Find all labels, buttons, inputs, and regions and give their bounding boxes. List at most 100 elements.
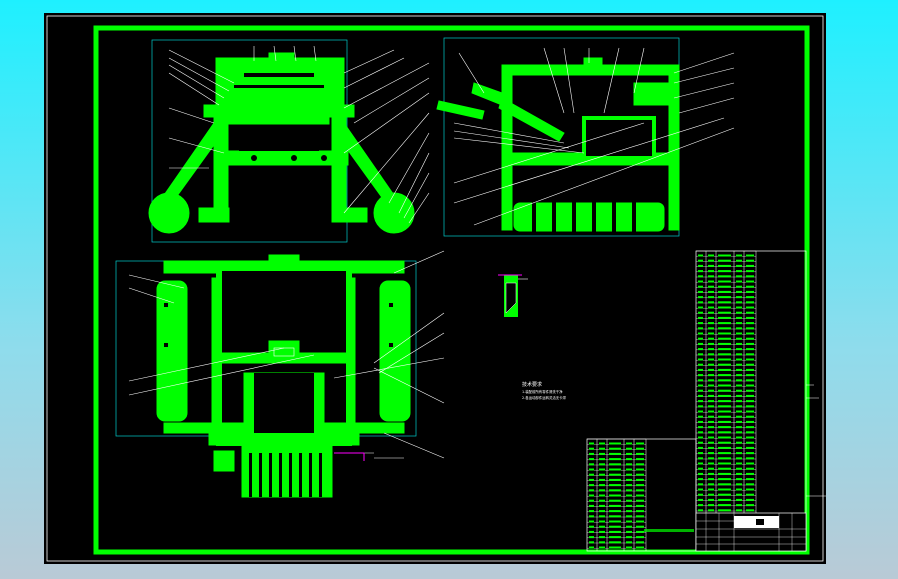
table-cell-mark (589, 541, 594, 544)
table-cell-mark (736, 457, 742, 460)
table-cell-mark (636, 525, 644, 528)
table-cell-mark (746, 363, 754, 366)
table-cell-mark (698, 368, 703, 371)
table-cell-mark (599, 473, 605, 476)
table-cell-mark (718, 446, 731, 449)
table-cell-mark (626, 541, 632, 544)
table-cell-mark (698, 384, 703, 387)
table-cell-mark (626, 530, 632, 533)
table-cell-mark (698, 348, 703, 351)
table-cell-mark (736, 441, 742, 444)
table-cell-mark (746, 426, 754, 429)
table-cell-mark (718, 327, 731, 330)
cad-drawing-canvas[interactable]: 技术要求 1.装配前所有零件清洗干净 2.各运动部件运转灵活无卡滞 (44, 13, 826, 564)
table-cell-mark (708, 498, 714, 501)
table-cell-mark (708, 431, 714, 434)
table-cell-mark (746, 374, 754, 377)
table-cell-mark (718, 290, 731, 293)
table-cell-mark (708, 420, 714, 423)
table-cell-mark (599, 478, 605, 481)
table-cell-mark (746, 441, 754, 444)
table-cell-mark (746, 493, 754, 496)
table-cell-mark (746, 452, 754, 455)
detail-view (498, 274, 528, 317)
table-cell-mark (636, 499, 644, 502)
table-cell-mark (636, 489, 644, 492)
table-cell-mark (698, 389, 703, 392)
table-cell-mark (599, 468, 605, 471)
table-cell-mark (746, 332, 754, 335)
table-cell-mark (708, 311, 714, 314)
table-cell-mark (736, 327, 742, 330)
table-cell-mark (718, 504, 731, 507)
side-view (436, 37, 680, 237)
drawing-sheet: 技术要求 1.装配前所有零件清洗干净 2.各运动部件运转灵活无卡滞 (44, 13, 826, 564)
table-cell-mark (626, 504, 632, 507)
table-cell-mark (746, 488, 754, 491)
table-cell-mark (609, 452, 621, 455)
table-cell-mark (698, 363, 703, 366)
table-cell-mark (636, 473, 644, 476)
table-cell-mark (718, 467, 731, 470)
table-cell-mark (718, 264, 731, 267)
table-cell-mark (736, 467, 742, 470)
table-cell-mark (636, 536, 644, 539)
table-cell-mark (609, 536, 621, 539)
table-cell-mark (746, 389, 754, 392)
table-cell-mark (708, 332, 714, 335)
table-cell-mark (708, 457, 714, 460)
table-cell-mark (736, 446, 742, 449)
table-cell-mark (708, 446, 714, 449)
table-cell-mark (718, 322, 731, 325)
table-cell-mark (636, 530, 644, 533)
table-cell-mark (636, 515, 644, 518)
table-cell-mark (708, 509, 714, 512)
table-cell-mark (609, 520, 621, 523)
table-cell-mark (746, 311, 754, 314)
table-cell-mark (589, 499, 594, 502)
table-cell-mark (708, 264, 714, 267)
table-cell-mark (698, 504, 703, 507)
table-cell-mark (736, 259, 742, 262)
table-cell-mark (736, 332, 742, 335)
table-cell-mark (589, 504, 594, 507)
table-cell-mark (708, 358, 714, 361)
table-cell-mark (609, 473, 621, 476)
table-cell-mark (746, 254, 754, 257)
table-cell-mark (746, 410, 754, 413)
table-cell-mark (718, 270, 731, 273)
table-cell-mark (718, 316, 731, 319)
table-cell-mark (698, 296, 703, 299)
table-cell-mark (589, 463, 594, 466)
table-cell-mark (736, 280, 742, 283)
table-cell-mark (698, 327, 703, 330)
table-cell-mark (746, 436, 754, 439)
table-cell-mark (718, 394, 731, 397)
table-cell-mark (698, 306, 703, 309)
table-cell-mark (698, 509, 703, 512)
table-cell-mark (718, 498, 731, 501)
table-cell-mark (636, 484, 644, 487)
table-cell-mark (718, 285, 731, 288)
table-cell-mark (589, 484, 594, 487)
table-cell-mark (589, 515, 594, 518)
table-cell-mark (589, 489, 594, 492)
top-view-annotations (334, 452, 365, 461)
table-cell-mark (718, 280, 731, 283)
table-cell-mark (736, 472, 742, 475)
table-cell-mark (718, 452, 731, 455)
table-cell-mark (708, 436, 714, 439)
table-cell-mark (736, 415, 742, 418)
table-cell-mark (736, 363, 742, 366)
table-cell-mark (599, 504, 605, 507)
table-cell-mark (736, 488, 742, 491)
table-cell-mark (708, 462, 714, 465)
table-cell-mark (698, 420, 703, 423)
table-cell-mark (599, 515, 605, 518)
table-cell-mark (718, 389, 731, 392)
table-cell-mark (698, 467, 703, 470)
table-cell-mark (599, 458, 605, 461)
table-cell-mark (736, 290, 742, 293)
table-cell-mark (698, 280, 703, 283)
table-cell-mark (589, 494, 594, 497)
